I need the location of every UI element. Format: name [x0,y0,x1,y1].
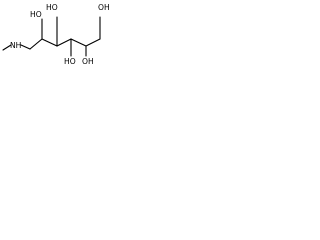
bond-methyl-n [2,44,12,51]
label-oh-top-1: HO [30,10,42,19]
label-oh-top-2: HO [46,3,58,12]
carbon-skeleton [2,38,101,51]
atom-labels: NH HO HO OH HO OH [10,3,110,66]
bond-c5-c6 [85,38,101,47]
label-oh-top-3: OH [98,3,110,12]
label-oh-bottom-1: HO [64,57,76,66]
molecule-diagram: NH HO HO OH HO OH [0,0,121,66]
bond-n-c1 [20,44,31,50]
bond-c3-c4 [56,38,72,47]
label-oh-bottom-2: OH [82,57,94,66]
label-nh: NH [10,41,21,50]
bond-c1-c2 [29,38,43,50]
bond-c4-c5 [70,38,87,47]
hydroxyl-bonds [41,16,101,57]
bond-c2-c3 [41,38,58,47]
structure-svg: NH HO HO OH HO OH [2,3,110,66]
